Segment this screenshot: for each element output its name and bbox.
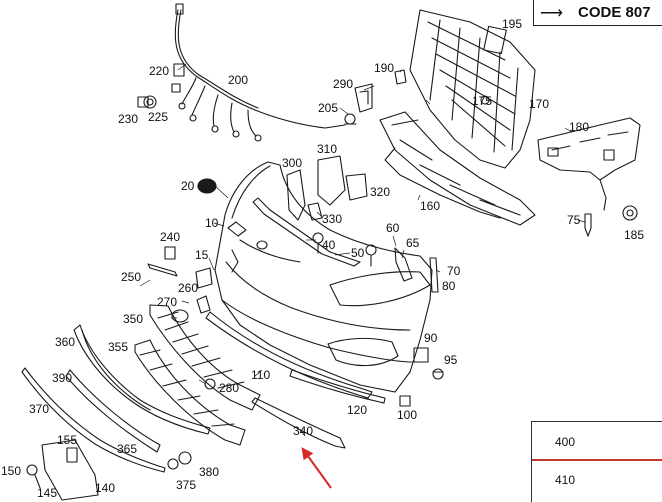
callout-180: 180: [569, 120, 590, 134]
callout-390: 390: [52, 371, 73, 385]
callout-380: 380: [199, 465, 220, 479]
callout-150: 150: [1, 464, 22, 478]
callout-370: 370: [29, 402, 50, 416]
callout-100: 100: [397, 408, 418, 422]
callout-80: 80: [442, 279, 456, 293]
inset-divider: [532, 459, 662, 461]
callout-200: 200: [228, 73, 249, 87]
callout-220: 220: [149, 64, 170, 78]
callout-225: 225: [148, 110, 169, 124]
callout-70: 70: [447, 264, 461, 278]
absorber-160: [379, 111, 536, 226]
callout-90: 90: [424, 331, 438, 345]
bumper-cover-10: [214, 161, 433, 393]
callout-230: 230: [118, 112, 139, 126]
callout-10: 10: [205, 216, 219, 230]
callout-300: 300: [282, 156, 303, 170]
callout-170: 170: [529, 97, 550, 111]
inset-panel: [531, 421, 662, 502]
callout-310: 310: [317, 142, 338, 156]
callout-375: 375: [176, 478, 197, 492]
callout-120: 120: [347, 403, 368, 417]
callout-185: 185: [624, 228, 645, 242]
callout-95: 95: [444, 353, 458, 367]
callout-280: 280: [219, 381, 240, 395]
callout-400: 400: [555, 435, 576, 449]
arrow-right-icon: ⟶: [540, 5, 563, 22]
callout-410: 410: [555, 473, 576, 487]
callout-75: 75: [567, 213, 581, 227]
parking-sensors: [137, 63, 185, 109]
callout-205: 205: [318, 101, 339, 115]
callout-145: 145: [37, 486, 58, 500]
wiring-harness-200: [174, 3, 346, 142]
callout-60: 60: [386, 221, 400, 235]
callout-175: 175: [472, 94, 493, 108]
callout-140: 140: [95, 481, 116, 495]
callout-110: 110: [251, 368, 271, 382]
callout-350: 350: [123, 312, 144, 326]
callout-160: 160: [420, 199, 441, 213]
callout-340: 340: [293, 424, 314, 438]
callout-355: 355: [108, 340, 129, 354]
callout-240: 240: [160, 230, 181, 244]
callout-20: 20: [181, 179, 195, 193]
callout-190: 190: [374, 61, 395, 75]
callout-330: 330: [322, 212, 343, 226]
callout-290: 290: [333, 77, 354, 91]
side-bracket-180: [537, 117, 641, 211]
callout-260: 260: [178, 281, 199, 295]
callout-50: 50: [351, 246, 365, 260]
callout-40: 40: [322, 238, 336, 252]
callout-320: 320: [370, 185, 391, 199]
callout-195: 195: [502, 17, 523, 31]
code-label-box: ⟶ CODE 807: [533, 0, 662, 26]
callout-15: 15: [195, 248, 209, 262]
lower-grille-355: [134, 304, 261, 446]
callout-365: 365: [117, 442, 138, 456]
bumper-carrier-170: [409, 9, 536, 169]
callout-270: 270: [157, 295, 178, 309]
callout-250: 250: [121, 270, 142, 284]
callout-65: 65: [406, 236, 420, 250]
code-label: CODE 807: [578, 4, 651, 21]
callout-155: 155: [57, 433, 78, 447]
callout-360: 360: [55, 335, 76, 349]
